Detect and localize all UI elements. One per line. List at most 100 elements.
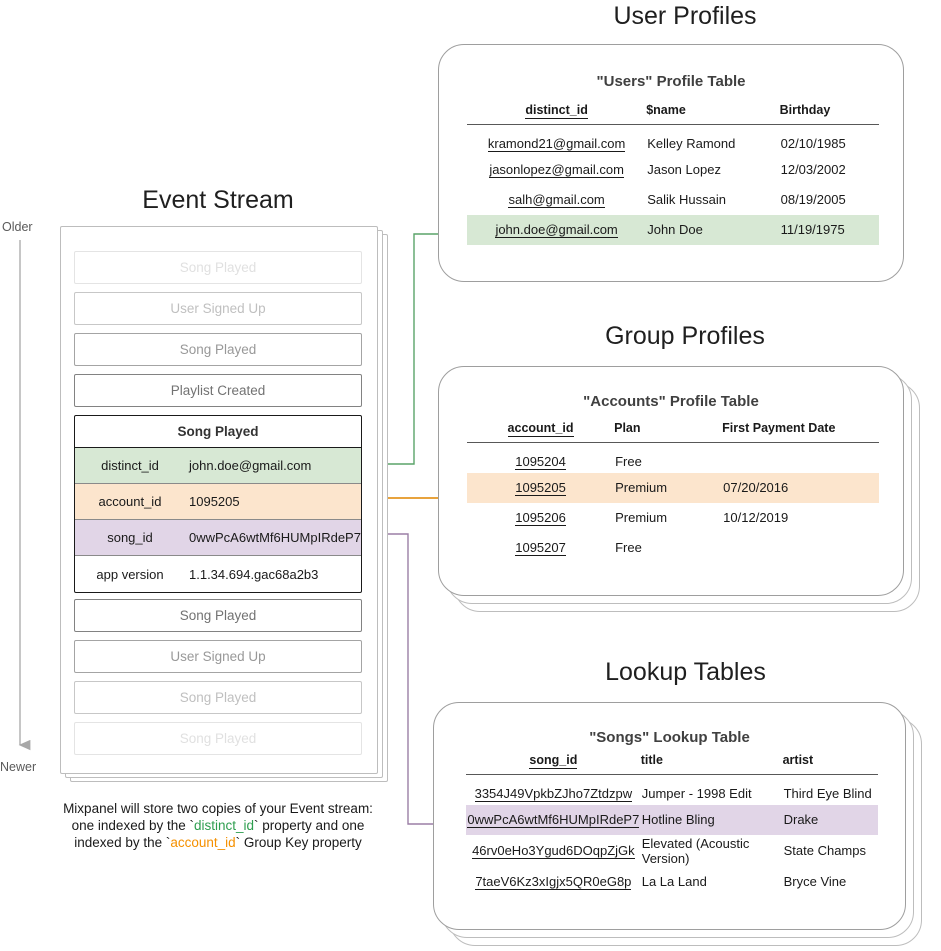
caption-line-2-post: ` property and one (254, 818, 365, 833)
group-profiles-section-title: Group Profiles (605, 322, 765, 350)
table-cell: jasonlopez@gmail.com (467, 155, 646, 185)
stream-caption: Mixpanel will store two copies of your E… (48, 800, 388, 851)
column-header: account_id (467, 421, 614, 443)
table-cell: 07/20/2016 (722, 472, 879, 503)
table-cell-key: 1095207 (515, 540, 566, 556)
column-header-label: distinct_id (525, 103, 588, 119)
caption-account-id-code: account_id (170, 835, 236, 850)
table-cell: 12/03/2002 (780, 162, 846, 177)
event-card[interactable]: Song Played (74, 599, 362, 632)
table-row[interactable]: 7taeV6Kz3xIgjx5QR0eG8p La La Land Bryce Vi… (466, 867, 878, 897)
table-cell-key: kramond21@gmail.com (487, 135, 626, 152)
table-cell: Bryce Vine (783, 874, 847, 889)
table-cell-key: jasonlopez@gmail.com (489, 162, 624, 178)
table-cell: salh@gmail.com (467, 185, 646, 215)
table-cell: Premium (614, 472, 723, 503)
table-cell: Drake (782, 804, 878, 835)
column-header-label: Birthday (779, 103, 831, 117)
column-header: Plan (614, 421, 722, 443)
caption-distinct-id-code: distinct_id (193, 818, 255, 833)
users-table-title: "Users" Profile Table (596, 73, 746, 90)
table-header-row: distinct_id $name Birthday (467, 103, 879, 125)
event-card[interactable]: Song Played (74, 251, 362, 284)
event-card[interactable]: User Signed Up (74, 640, 362, 673)
event-property-key: app version (96, 566, 164, 582)
table-cell: Elevated (Acoustic Version) (641, 835, 750, 866)
event-card-label: Song Played (179, 690, 257, 705)
table-cell: Third Eye Blind (783, 785, 872, 801)
table-cell: John Doe (646, 214, 780, 245)
caption-line-3-post: ` Group Key property (235, 835, 362, 850)
event-card-label: Song Played (179, 608, 257, 623)
event-property-value: 1095205 (189, 494, 240, 509)
event-card[interactable]: Song Played (74, 681, 362, 714)
event-card-label: Playlist Created (170, 383, 266, 398)
table-cell: 46rv0eHo3Ygud6DOqpZjGk (466, 835, 641, 867)
column-header: song_id (466, 753, 641, 775)
lookup-tables-section-title: Lookup Tables (605, 658, 766, 686)
table-row[interactable]: 46rv0eHo3Ygud6DOqpZjGk Elevated (Acoustic… (466, 835, 878, 867)
event-property-value: john.doe@gmail.com (189, 458, 312, 473)
table-cell: Hotline Bling (640, 804, 783, 835)
users-profile-table: distinct_id $name Birthday kramond21@gmail.… (467, 103, 879, 245)
caption-line-3-pre: indexed by the ` (74, 835, 171, 850)
table-row[interactable]: jasonlopez@gmail.com Jason Lopez 12/03/200… (467, 155, 879, 185)
event-card[interactable]: Song Played (74, 722, 362, 755)
column-header-label: $name (646, 103, 686, 117)
column-header: Birthday (780, 103, 879, 125)
table-cell-key: 3354J49VpkbZJho7Ztdzpw (474, 785, 633, 802)
table-cell-key: john.doe@gmail.com (495, 222, 618, 238)
table-cell-key: salh@gmail.com (508, 192, 605, 208)
user-profiles-section-title: User Profiles (613, 2, 757, 30)
table-cell: 1095206 (467, 503, 614, 533)
event-stream-section-title: Event Stream (142, 186, 294, 214)
table-cell-key: 0wwPcA6wtMf6HUMpIRdeP7 (467, 812, 640, 828)
user-profiles-card-wrap: "Users" Profile Table distinct_id $name Bi… (438, 44, 908, 282)
event-card[interactable]: User Signed Up (74, 292, 362, 325)
event-card[interactable]: Playlist Created (74, 374, 362, 407)
table-cell (722, 533, 879, 563)
table-cell: 0wwPcA6wtMf6HUMpIRdeP7 (466, 804, 641, 835)
table-cell-key: 1095204 (515, 453, 566, 470)
event-property-key: song_id (107, 530, 153, 545)
table-cell-key: 46rv0eHo3Ygud6DOqpZjGk (472, 843, 635, 859)
column-header: artist (783, 753, 878, 775)
table-cell: 10/12/2019 (723, 510, 789, 525)
column-header-label: title (640, 753, 663, 767)
axis-label-older: Older (2, 220, 33, 234)
table-cell: Kelley Ramond (647, 135, 736, 151)
column-header-label: account_id (507, 421, 574, 437)
table-cell: 1095207 (467, 533, 614, 563)
table-cell: Jason Lopez (647, 162, 721, 177)
time-direction-arrow (18, 240, 31, 751)
table-cell: La La Land (641, 874, 707, 889)
table-cell (722, 443, 879, 473)
column-header: $name (646, 103, 779, 125)
table-cell: 7taeV6Kz3xIgjx5QR0eG8p (466, 867, 641, 897)
column-header: First Payment Date (722, 421, 879, 443)
event-card-label: Song Played (179, 731, 257, 746)
column-header: title (641, 753, 783, 775)
table-cell-key: 7taeV6Kz3xIgjx5QR0eG8p (475, 874, 632, 890)
caption-line-1: Mixpanel will store two copies of your E… (63, 801, 373, 816)
event-card[interactable]: Song Played (74, 333, 362, 366)
